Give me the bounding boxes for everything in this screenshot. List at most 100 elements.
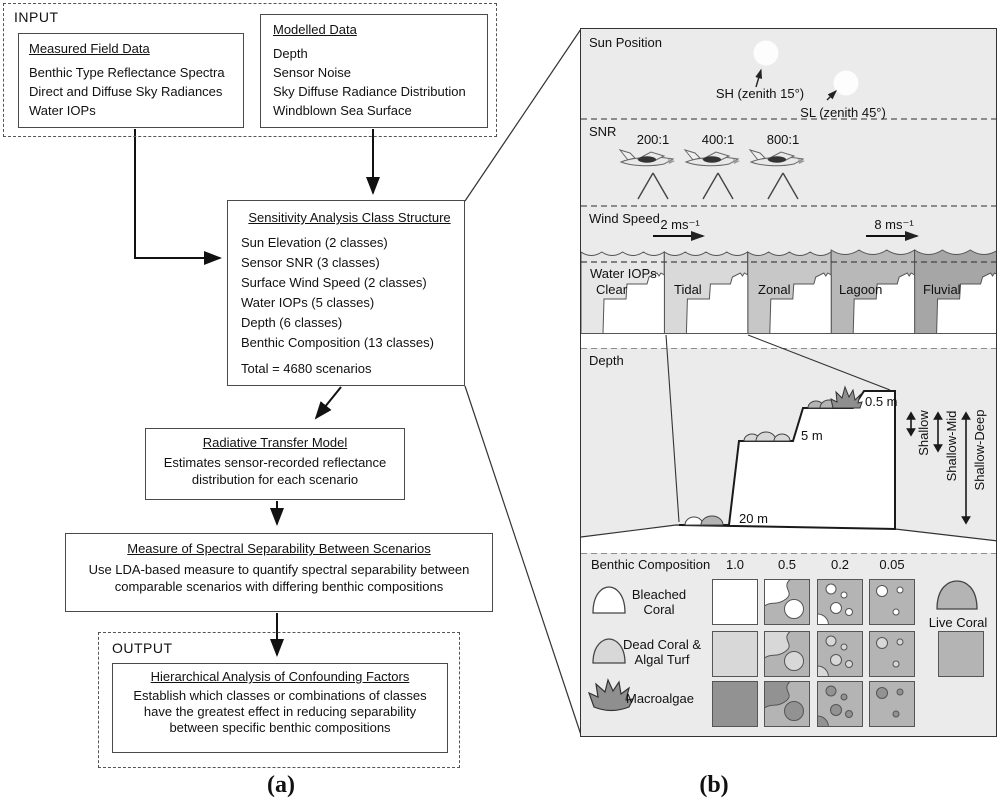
depth-section-label: Depth	[589, 353, 624, 368]
output-box: Hierarchical Analysis of Confounding Fac…	[112, 663, 448, 753]
benthic-cell-2-0	[712, 681, 758, 727]
coral-clusters	[684, 399, 839, 526]
iops-type-label: Fluvial	[923, 282, 961, 297]
depth-range-label: Shallow-Mid	[944, 410, 959, 482]
rtm-title: Radiative Transfer Model	[202, 435, 348, 450]
depth-range-arrows	[906, 411, 971, 525]
separability-body: Use LDA-based measure to quantify spectr…	[88, 562, 470, 594]
depth-terrace	[678, 390, 896, 531]
benthic-cell-1-3	[869, 631, 915, 677]
benthic-row-label: Bleached Coral	[631, 587, 687, 617]
sun-high-arrow	[755, 68, 762, 88]
iops-type-label: Lagoon	[839, 282, 883, 297]
plane-icon	[749, 149, 806, 167]
input-group-label: INPUT	[14, 9, 59, 25]
benthic-row-label: Macroalgae	[626, 691, 694, 706]
benthic-cell-1-0	[712, 631, 758, 677]
callout-line-top	[464, 28, 582, 202]
zoom-line-left	[665, 334, 680, 523]
output-body: Establish which classes or combinations …	[133, 688, 427, 735]
arrow-sensitivity-to-rtm	[314, 386, 342, 420]
depth-mark-label: 0.5 m	[865, 394, 898, 409]
iops-type-label: Tidal	[674, 282, 702, 297]
benthic-fraction-label: 0.5	[777, 557, 797, 572]
modelled-item: Sensor Noise	[273, 65, 352, 80]
output-title: Hierarchical Analysis of Confounding Fac…	[150, 669, 410, 684]
depth-range-label: Shallow	[916, 410, 931, 456]
measured-item: Water IOPs	[29, 103, 96, 118]
modelled-item: Windblown Sea Surface	[273, 103, 412, 118]
sensitivity-title: Sensitivity Analysis Class Structure	[248, 210, 451, 225]
depth-mark-label: 5 m	[801, 428, 823, 443]
caption-a: (a)	[267, 772, 295, 798]
iops-section-label: Water IOPs	[590, 266, 657, 281]
iops-type-label: Clear	[596, 282, 628, 297]
sun-low-arrow	[826, 90, 837, 101]
output-group-box	[98, 632, 460, 768]
depth-mark-label: 20 m	[739, 511, 768, 526]
iops-step-profiles	[602, 272, 996, 334]
wind-section-label: Wind Speed	[589, 211, 660, 226]
sensor-cone-icon	[702, 172, 734, 200]
benthic-row-label: Dead Coral & Algal Turf	[622, 637, 702, 667]
benthic-section-label: Benthic Composition	[591, 557, 711, 572]
sensitivity-box: Sensitivity Analysis Class Structure Sun…	[227, 200, 465, 386]
dead-coral-icon	[592, 638, 626, 664]
live-coral-label: Live Coral	[928, 615, 988, 630]
sun-section-label: Sun Position	[589, 35, 662, 50]
output-group-label: OUTPUT	[112, 640, 173, 656]
measured-item: Direct and Diffuse Sky Radiances	[29, 84, 223, 99]
callout-line-bottom	[464, 385, 582, 736]
sensitivity-item: Benthic Composition (13 classes)	[241, 335, 434, 350]
modelled-item: Sky Diffuse Radiance Distribution	[273, 84, 466, 99]
snr-level-label: 800:1	[766, 132, 800, 147]
benthic-cell-0-3	[869, 579, 915, 625]
macroalgae-icon	[587, 678, 635, 712]
zoom-line-right	[747, 334, 891, 391]
modelled-title: Modelled Data	[273, 22, 357, 37]
sun-high-label: SH (zenith 15°)	[715, 86, 805, 101]
sensitivity-total: Total = 4680 scenarios	[241, 361, 372, 376]
sensitivity-item: Water IOPs (5 classes)	[241, 295, 375, 310]
benthic-cell-2-3	[869, 681, 915, 727]
plane-icon	[684, 149, 741, 167]
depth-lower-white	[581, 525, 996, 553]
benthic-cell-2-1	[764, 681, 810, 727]
arrow-measured-to-sensitivity	[134, 129, 222, 265]
measured-field-data-box: Measured Field Data Benthic Type Reflect…	[18, 33, 244, 128]
benthic-fraction-label: 1.0	[725, 557, 745, 572]
sun-high-icon	[753, 40, 779, 66]
snr-section-label: SNR	[589, 124, 617, 139]
panel-b: Sun Position SH (zenith 15°) SL (zenith …	[580, 28, 997, 737]
sensitivity-item: Sun Elevation (2 classes)	[241, 235, 388, 250]
sensor-cone-icon	[767, 172, 799, 200]
benthic-fraction-label: 0.2	[830, 557, 850, 572]
wind-high-label: 8 ms⁻¹	[874, 217, 914, 232]
panel-b-graphics	[581, 40, 996, 712]
benthic-cell-0-0	[712, 579, 758, 625]
sensitivity-item: Surface Wind Speed (2 classes)	[241, 275, 427, 290]
macroalgae-on-terrace	[830, 385, 863, 409]
wind-low-label: 2 ms⁻¹	[660, 217, 700, 232]
snr-level-label: 400:1	[701, 132, 735, 147]
benthic-cell-1-2	[817, 631, 863, 677]
separability-box: Measure of Spectral Separability Between…	[65, 533, 493, 612]
live-coral-icon	[936, 580, 978, 610]
live-coral-square	[938, 631, 984, 677]
measured-title: Measured Field Data	[29, 41, 150, 56]
sun-low-label: SL (zenith 45°)	[800, 105, 886, 120]
snr-level-label: 200:1	[636, 132, 670, 147]
bleached-coral-icon	[592, 586, 626, 614]
benthic-cell-2-2	[817, 681, 863, 727]
input-group-box	[3, 3, 497, 137]
sensor-cone-icon	[637, 172, 669, 200]
iops-type-label: Zonal	[758, 282, 791, 297]
benthic-fraction-label: 0.05	[879, 557, 905, 572]
separability-title: Measure of Spectral Separability Between…	[127, 541, 431, 556]
plane-icon	[619, 149, 676, 167]
benthic-cell-1-1	[764, 631, 810, 677]
sun-low-icon	[833, 70, 859, 96]
benthic-cell-0-1	[764, 579, 810, 625]
